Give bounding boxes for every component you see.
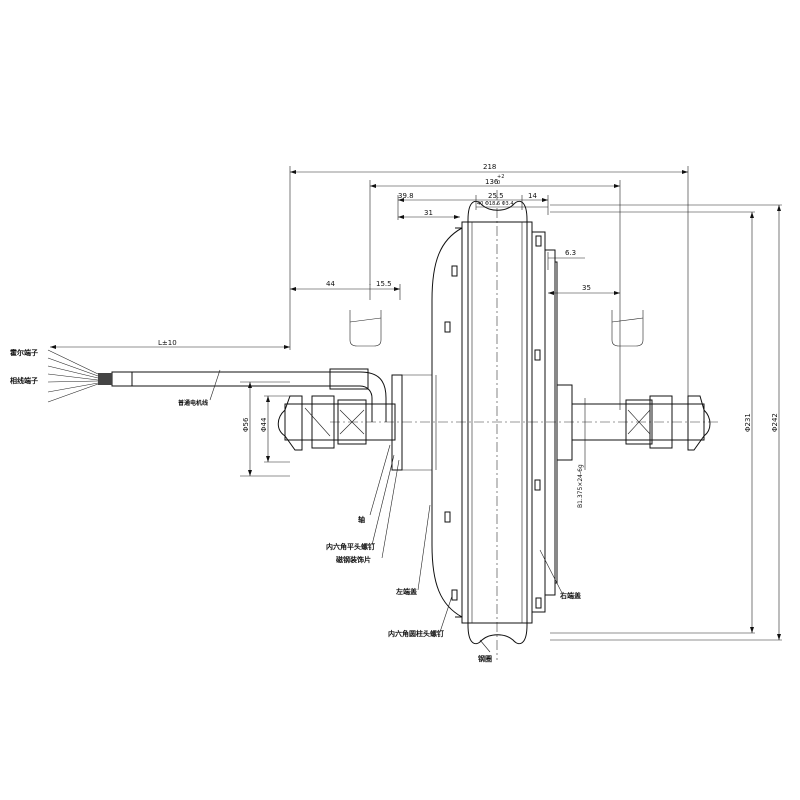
right-axle (556, 384, 711, 461)
dim-218: 218 (483, 163, 496, 171)
dim-39-8: 39.8 (398, 192, 414, 200)
dim-25-5: 25.5 (488, 192, 504, 200)
dim-35: 35 (582, 284, 591, 292)
dim-14: 14 (528, 192, 537, 200)
label-left-cover: 左端盖 (395, 587, 417, 596)
dim-44: 44 (326, 280, 335, 288)
dim-phi-56: Φ56 (242, 417, 250, 432)
label-right-cover: 右端盖 (559, 591, 581, 600)
label-hex-flat-screw: 内六角平头螺钉 (326, 542, 375, 551)
label-axle: 轴 (358, 515, 365, 524)
label-hall-terminal: 霍尔端子 (10, 348, 38, 357)
dimension-texts: 218 136 +2 0 39.8 25.5 14 40 Φ18.6 Φ3.4 … (158, 163, 779, 508)
dim-phi-44: Φ44 (260, 417, 268, 432)
dim-phi-242: Φ242 (771, 413, 779, 432)
dim-phi-231: Φ231 (744, 413, 752, 432)
dim-31: 31 (424, 209, 433, 217)
label-phase-terminal: 相线端子 (10, 376, 38, 385)
leader-lines (209, 369, 563, 653)
dim-136: 136 (485, 178, 499, 186)
part-labels: 霍尔端子 相线端子 普通电机线 轴 内六角平头螺钉 磁钢装饰片 左端盖 内六角圆… (10, 348, 581, 663)
dim-spoke-hole: 40 Φ18.6 Φ3.4 (477, 201, 514, 207)
label-rim: 钢圈 (478, 654, 492, 663)
wheel-nut-marks (349, 310, 644, 347)
label-hex-socket-screw: 内六角圆柱头螺钉 (388, 629, 444, 638)
arrowheads (50, 170, 781, 640)
dim-136-tol-lower: 0 (497, 180, 500, 186)
label-cable: 普通电机线 (178, 399, 208, 407)
dim-cable-length: L±10 (158, 339, 177, 347)
motor-cable (47, 349, 387, 422)
dim-6-3: 6.3 (565, 249, 576, 257)
left-axle (277, 395, 396, 451)
label-decor-plate: 磁钢装饰片 (336, 555, 371, 564)
dim-136-tol-upper: +2 (497, 174, 504, 180)
dim-spline: B1.375×24-6g (577, 464, 584, 508)
hub-motor (391, 200, 558, 645)
dimension-lines (50, 166, 782, 641)
dim-15-5: 15.5 (376, 280, 392, 288)
